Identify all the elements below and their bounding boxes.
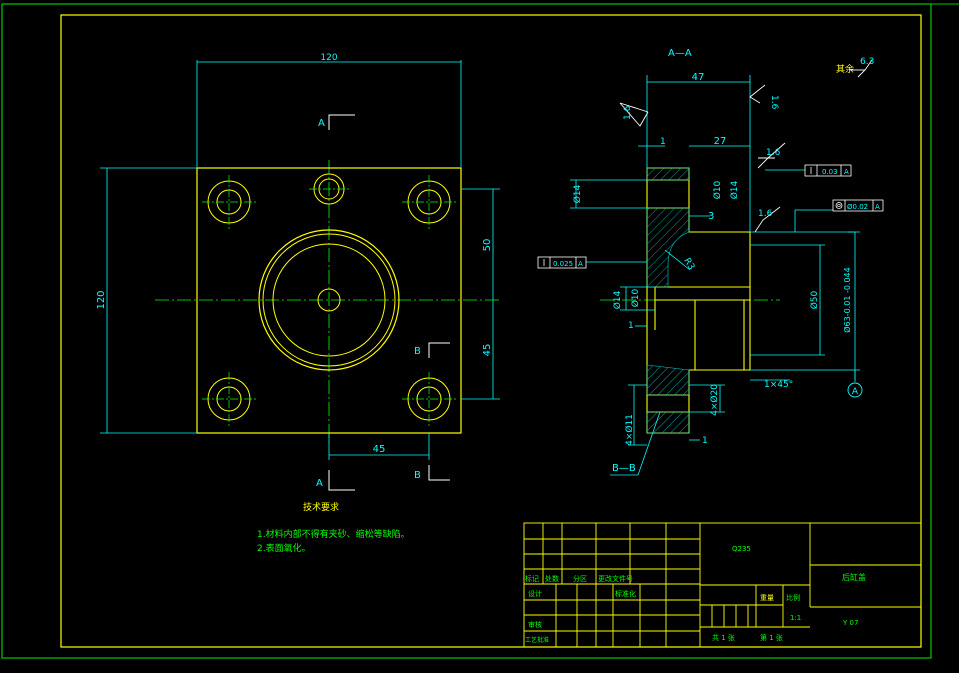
tolerance-frame-mid: Ø0.02 A — [794, 199, 884, 232]
tol-mid-datum: A — [875, 203, 880, 211]
top-small-hole — [309, 173, 349, 205]
tb-part-code: Y 07 — [842, 619, 858, 627]
tb-scale-value: 1:1 — [790, 614, 801, 622]
tb-review: 审核 — [528, 620, 542, 629]
sec-holes-11: 4×Ø11 — [624, 414, 635, 446]
plan-dim-50: 50 — [482, 239, 493, 252]
datum-label: A — [852, 387, 859, 397]
roughness-symbols — [619, 59, 873, 233]
sec-dia-50: Ø50 — [809, 290, 820, 309]
tol-left-datum: A — [578, 260, 583, 268]
tb-scale-label: 比例 — [786, 593, 800, 602]
sec-subtitle: B—B — [612, 463, 636, 474]
rest-value: 6.3 — [860, 57, 874, 67]
rest-label: 其余 — [836, 63, 854, 75]
title-block: Q235 后缸盖 Y 07 标记 处数 分区 更改文件号 设计 标准化 审核 工… — [523, 522, 922, 648]
tb-standardize: 标准化 — [615, 589, 636, 598]
tb-zone: 分区 — [573, 574, 587, 583]
tb-sheet-no: 第 1 张 — [760, 633, 783, 642]
sheet-frame — [1, 3, 959, 659]
sec-dia-63: Ø63-0.01 -0.044 — [842, 267, 852, 333]
rough-16-c: 1.6 — [766, 148, 781, 158]
tb-approve: 批准 — [537, 636, 549, 644]
sec-r3: R3 — [681, 257, 696, 272]
boss-inner-circle — [272, 243, 386, 357]
tol-top-value: 0.03 — [822, 168, 838, 176]
cut-label-b-bottom: B — [414, 470, 421, 481]
technical-notes: 技术要求 1.材料内部不得有夹砂、缩松等缺陷。 2.表面氧化。 — [257, 501, 410, 554]
tb-part-name: 后缸盖 — [842, 572, 866, 582]
sec-dim-3: 3 — [708, 211, 714, 222]
cut-label-b-right: B — [414, 346, 421, 357]
sec-dia-10-mid: Ø10 — [630, 288, 641, 307]
inner-frame — [60, 14, 922, 648]
sec-dia-14-inner: Ø14 — [729, 180, 740, 199]
section-view: A—A — [537, 48, 884, 476]
sec-chamfer: 1×45° — [764, 380, 793, 390]
tol-left-value: 0.025 — [553, 260, 573, 268]
tb-material: Q235 — [732, 545, 751, 553]
tb-weight: 重量 — [760, 594, 774, 602]
tb-mark: 标记 — [525, 574, 539, 583]
hatch-region-bottom — [646, 411, 690, 434]
rough-16-b: 1.6 — [769, 95, 779, 110]
corner-hole-tr — [402, 175, 456, 229]
plan-dim-45-horizontal: 45 — [373, 444, 386, 455]
section-dimensions — [570, 75, 860, 476]
boss-outer-circle-2 — [262, 233, 396, 367]
corner-hole-br — [402, 372, 456, 426]
tb-process: 工艺 — [525, 636, 537, 644]
cut-label-a-top: A — [318, 118, 325, 129]
sec-dim-1-left: 1 — [628, 321, 634, 331]
tb-change-doc: 更改文件号 — [598, 574, 633, 583]
sec-dim-1-bottom: 1 — [702, 436, 708, 446]
tol-mid-value: Ø0.02 — [847, 203, 868, 211]
plan-view: 120 120 50 45 45 A A B B — [96, 53, 500, 491]
sec-dia-14-left: Ø14 — [572, 184, 583, 203]
center-hole — [317, 288, 341, 312]
hatch-region-upper — [646, 207, 690, 288]
plan-dimensions — [100, 60, 500, 460]
notes-line2: 2.表面氧化。 — [257, 542, 311, 554]
corner-hole-tl — [202, 175, 256, 229]
plan-dim-width: 120 — [320, 53, 337, 63]
sec-dim-1-top: 1 — [660, 137, 666, 147]
sec-dia-10: Ø10 — [712, 180, 723, 199]
notes-line1: 1.材料内部不得有夹砂、缩松等缺陷。 — [257, 528, 410, 540]
tb-sheets-total: 共 1 张 — [712, 633, 735, 642]
datum-marker: A — [847, 370, 863, 398]
tolerance-frame-left: 0.025 A — [537, 256, 647, 269]
cut-label-a-bottom: A — [316, 478, 323, 489]
rough-16-d: 1.6 — [758, 209, 773, 219]
sec-dim-27: 27 — [714, 136, 727, 147]
boss-outer-circle — [258, 229, 400, 371]
rough-16-a: 1.6 — [623, 105, 633, 120]
section-title: A—A — [668, 48, 692, 59]
tol-top-datum: A — [844, 168, 849, 176]
hatch-region-top — [646, 167, 690, 181]
tb-design: 设计 — [528, 589, 542, 598]
notes-title: 技术要求 — [303, 501, 339, 513]
plan-dim-height: 120 — [96, 290, 107, 309]
sec-holes-20: 4×Ø20 — [709, 384, 720, 416]
corner-hole-bl — [202, 372, 256, 426]
plan-dim-45-vertical: 45 — [482, 344, 493, 357]
hatch-region-lower — [646, 364, 690, 396]
tb-count: 处数 — [545, 574, 559, 583]
tolerance-frame-top: 0.03 A — [765, 164, 852, 177]
cut-markers — [328, 114, 450, 491]
sec-dim-47: 47 — [692, 72, 705, 83]
outer-frame — [1, 3, 932, 659]
sec-dia-14-mid: Ø14 — [612, 290, 623, 309]
